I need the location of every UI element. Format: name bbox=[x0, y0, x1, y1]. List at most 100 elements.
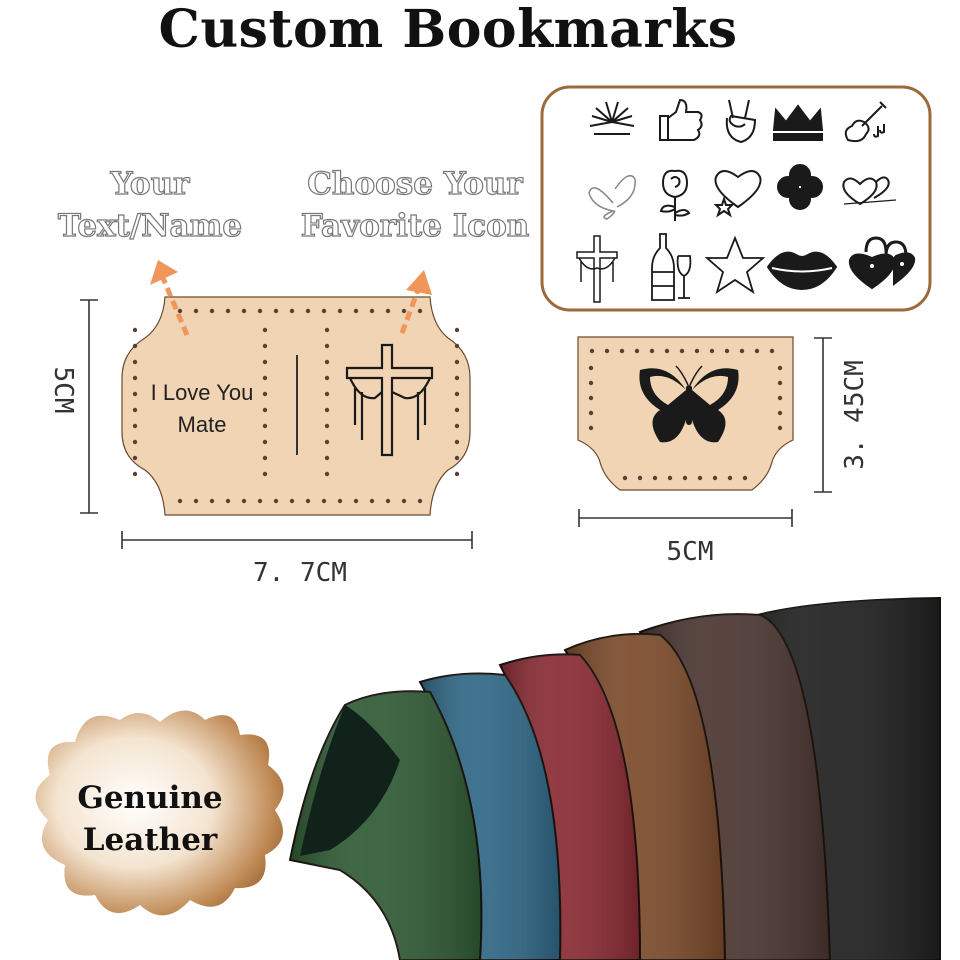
stitch-hole bbox=[454, 471, 460, 477]
stitch-hole bbox=[262, 423, 268, 429]
stitch-hole bbox=[321, 498, 327, 504]
stitch-hole bbox=[177, 308, 183, 314]
stitch-hole bbox=[454, 375, 460, 381]
stitch-hole bbox=[353, 308, 359, 314]
stitch-hole bbox=[588, 425, 594, 431]
crown-icon bbox=[772, 104, 824, 141]
stitch-hole bbox=[777, 380, 783, 386]
stitch-hole bbox=[369, 498, 375, 504]
stitch-hole bbox=[742, 475, 748, 481]
stitch-holes-large bbox=[132, 308, 460, 504]
stitch-hole bbox=[324, 455, 330, 461]
stitch-hole bbox=[209, 308, 215, 314]
stitch-hole bbox=[697, 475, 703, 481]
icon-grid bbox=[576, 98, 916, 303]
heart-locks-icon bbox=[848, 236, 916, 290]
stitch-hole bbox=[324, 391, 330, 397]
bookmark-large bbox=[121, 296, 471, 516]
stitch-hole bbox=[262, 407, 268, 413]
stitch-hole bbox=[588, 410, 594, 416]
your-text-label-line2: Text/Name bbox=[57, 207, 243, 244]
bookmark-text-line2: Mate bbox=[177, 412, 227, 437]
double-heart-icon bbox=[842, 176, 897, 206]
your-text-label-line1: Your bbox=[110, 165, 190, 202]
stitch-hole bbox=[177, 498, 183, 504]
stitch-hole bbox=[262, 375, 268, 381]
stitch-hole bbox=[262, 455, 268, 461]
fireworks-icon bbox=[589, 101, 635, 135]
stitch-hole bbox=[241, 308, 247, 314]
stitch-hole bbox=[225, 308, 231, 314]
stitch-hole bbox=[305, 498, 311, 504]
dimension-lines bbox=[80, 299, 832, 549]
rock-hand-icon bbox=[725, 99, 757, 144]
stitch-hole bbox=[132, 327, 138, 333]
bookmark-small bbox=[577, 336, 794, 491]
stitch-hole bbox=[262, 343, 268, 349]
stitch-hole bbox=[385, 498, 391, 504]
stitch-hole bbox=[305, 308, 311, 314]
stitch-hole bbox=[193, 498, 199, 504]
stitch-hole bbox=[604, 348, 610, 354]
bookmark-text-line1: I Love You bbox=[150, 380, 254, 405]
stitch-hole bbox=[754, 348, 760, 354]
heart-star-icon bbox=[713, 170, 762, 218]
stitch-hole bbox=[132, 439, 138, 445]
leather-strip-shade bbox=[500, 654, 640, 960]
stitch-hole bbox=[619, 348, 625, 354]
stitch-hole bbox=[241, 498, 247, 504]
stitch-hole bbox=[225, 498, 231, 504]
stitch-hole bbox=[417, 498, 423, 504]
stitch-hole bbox=[649, 348, 655, 354]
stitch-hole bbox=[727, 475, 733, 481]
stitch-hole bbox=[777, 365, 783, 371]
stitch-hole bbox=[667, 475, 673, 481]
stitch-hole bbox=[353, 498, 359, 504]
favorite-icon-label-line2: Favorite Icon bbox=[300, 207, 530, 244]
butterfly-icon bbox=[588, 174, 636, 220]
arrow-heads bbox=[150, 260, 432, 295]
cross-icon bbox=[345, 343, 434, 457]
stitch-hole bbox=[454, 407, 460, 413]
stitch-hole bbox=[132, 359, 138, 365]
stitch-hole bbox=[724, 348, 730, 354]
stitch-hole bbox=[385, 308, 391, 314]
stitch-hole bbox=[337, 498, 343, 504]
star-icon bbox=[704, 235, 766, 295]
rose-icon bbox=[659, 169, 691, 221]
thumbs-up-icon bbox=[659, 98, 703, 141]
stitch-hole bbox=[652, 475, 658, 481]
stitch-hole bbox=[739, 348, 745, 354]
lips-icon bbox=[766, 251, 838, 291]
stitch-hole bbox=[337, 308, 343, 314]
stitch-hole bbox=[324, 327, 330, 333]
cross-icon bbox=[576, 235, 618, 303]
icon-panel bbox=[540, 85, 932, 312]
stitch-hole bbox=[777, 395, 783, 401]
stitch-hole bbox=[694, 348, 700, 354]
stitch-hole bbox=[417, 308, 423, 314]
genuine-leather-badge bbox=[35, 710, 284, 916]
butterfly-icon bbox=[639, 365, 739, 443]
stitch-hole bbox=[589, 348, 595, 354]
stitch-hole bbox=[454, 343, 460, 349]
stitch-hole bbox=[132, 423, 138, 429]
stitch-hole bbox=[324, 423, 330, 429]
pointer-arrows bbox=[160, 277, 421, 336]
large-height-label: 5CM bbox=[48, 366, 78, 414]
stitch-hole bbox=[257, 308, 263, 314]
leather-rolls bbox=[288, 596, 941, 960]
stitch-hole bbox=[324, 471, 330, 477]
stitch-hole bbox=[324, 375, 330, 381]
stitch-hole bbox=[401, 498, 407, 504]
stitch-hole bbox=[262, 359, 268, 365]
stitch-hole bbox=[664, 348, 670, 354]
stitch-hole bbox=[588, 395, 594, 401]
stitch-hole bbox=[769, 348, 775, 354]
wine-icon bbox=[651, 233, 692, 301]
badge-text-line2: Leather bbox=[82, 822, 218, 858]
stitch-hole bbox=[637, 475, 643, 481]
stitch-hole bbox=[634, 348, 640, 354]
favorite-icon-label: Choose Your Favorite Icon bbox=[280, 163, 550, 247]
stitch-hole bbox=[257, 498, 263, 504]
